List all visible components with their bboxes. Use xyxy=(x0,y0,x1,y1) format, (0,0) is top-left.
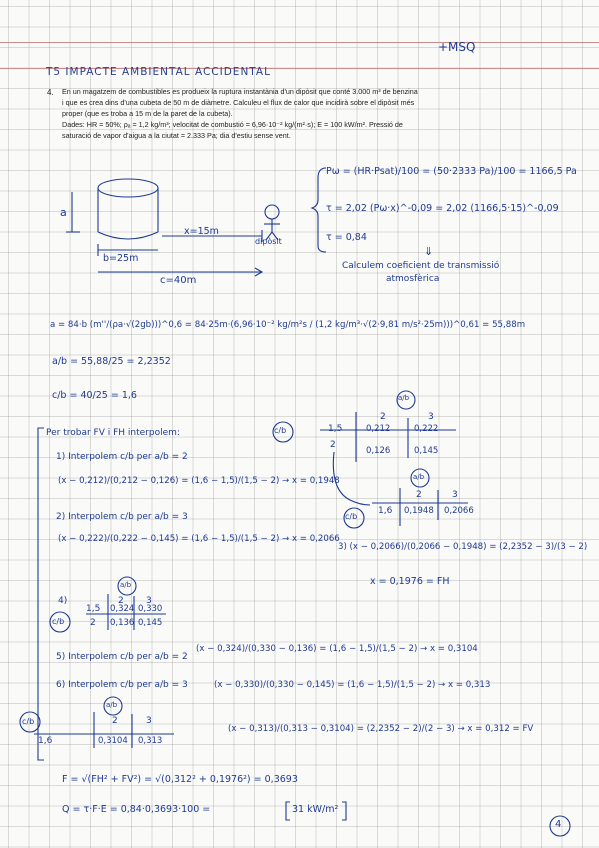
step3-equation: 3) (x − 0,2066)/(0,2066 − 0,1948) = (2,2… xyxy=(338,542,588,552)
note-line-2: atmosfèrica xyxy=(386,274,440,284)
table1-col-2: 3 xyxy=(428,412,434,422)
table3-row-1: 1,5 xyxy=(86,604,101,614)
tau-value: τ = 0,84 xyxy=(326,232,367,243)
table3-col-1: 2 xyxy=(118,596,124,606)
table3-row-2: 2 xyxy=(90,618,96,628)
sketch-height-label: a xyxy=(60,206,67,219)
cb-ratio: c/b = 40/25 = 1,6 xyxy=(52,390,137,401)
problem-line-5: saturació de vapor d'aigua a la ciutat =… xyxy=(62,131,291,140)
pw-equation: Pω = (HR·Psat)/100 = (50·2333 Pa)/100 = … xyxy=(326,166,577,177)
problem-line-3: proper (que es troba a 15 m de la paret … xyxy=(62,109,233,118)
table1-head: a/b xyxy=(398,394,410,402)
table4-row-1: 1,6 xyxy=(38,736,53,746)
sketch-total-label: c=40m xyxy=(160,275,197,286)
table2-v2: 0,2066 xyxy=(444,506,474,516)
table3-v12: 0,330 xyxy=(138,604,163,614)
table2-row-1: 1,6 xyxy=(378,506,393,516)
table4-col-1: 2 xyxy=(112,716,118,726)
step3-result: x = 0,1976 = FH xyxy=(370,576,450,587)
a-equation: a = 84·b (m''/(ρa·√(2gb)))^0,6 = 84·25m·… xyxy=(50,320,526,330)
table2-col-1: 2 xyxy=(416,490,422,500)
ab-ratio: a/b = 55,88/25 = 2,2352 xyxy=(52,356,171,367)
q-equation: Q = τ·F·E = 0,84·0,3693·100 = xyxy=(62,804,211,815)
step1-label: 1) Interpolem c/b per a/b = 2 xyxy=(56,452,188,462)
table1-v21: 0,126 xyxy=(366,446,391,456)
q-result: 31 kW/m² xyxy=(292,804,339,815)
step5-label: 5) Interpolem c/b per a/b = 2 xyxy=(56,652,188,662)
problem-line-2: i que es crea dins d'una cubeta de 50 m … xyxy=(62,98,415,107)
table3-v22: 0,145 xyxy=(138,618,163,628)
table3-side-label: c/b xyxy=(52,617,65,626)
table4-side-label: c/b xyxy=(22,717,35,726)
fh-title: Per trobar FV i FH interpolem: xyxy=(46,428,180,438)
table4-v1: 0,3104 xyxy=(98,736,128,746)
note-line-1: Calculem coeficient de transmissió xyxy=(342,261,500,271)
sketch-distance-label: x=15m xyxy=(184,226,219,237)
step2-label: 2) Interpolem c/b per a/b = 3 xyxy=(56,512,188,522)
table3-v11: 0,324 xyxy=(110,604,135,614)
fv-equation: (x − 0,313)/(0,313 − 0,3104) = (2,2352 −… xyxy=(228,724,534,734)
table2-col-2: 3 xyxy=(452,490,458,500)
table2-side-label: c/b xyxy=(345,512,358,521)
header-code: +MSQ xyxy=(438,40,476,54)
step5-equation: (x − 0,324)/(0,330 − 0,136) = (1,6 − 1,5… xyxy=(196,644,478,654)
table3-v21: 0,136 xyxy=(110,618,135,628)
sketch-radius-label: b=25m xyxy=(103,253,139,264)
table1-col-1: 2 xyxy=(380,412,386,422)
step1-equation: (x − 0,212)/(0,212 − 0,126) = (1,6 − 1,5… xyxy=(58,476,340,486)
step6-equation: (x − 0,330)/(0,330 − 0,145) = (1,6 − 1,5… xyxy=(214,680,491,690)
table1-side-label: c/b xyxy=(274,426,287,435)
tau-equation: τ = 2,02 (Pω·x)^-0,09 = 2,02 (1166,5·15)… xyxy=(326,203,559,214)
table2-head: a/b xyxy=(413,473,425,481)
table1-v11: 0,212 xyxy=(366,424,391,434)
section-title: T5 IMPACTE AMBIENTAL ACCIDENTAL xyxy=(46,66,271,78)
table1-v22: 0,145 xyxy=(414,446,439,456)
table4-head: a/b xyxy=(106,701,118,709)
problem-line-1: En un magatzem de combustibles es produe… xyxy=(62,87,418,96)
table2-v1: 0,1948 xyxy=(404,506,434,516)
problem-number: 4. xyxy=(47,88,54,97)
table1-v12: 0,222 xyxy=(414,424,439,434)
step2-equation: (x − 0,222)/(0,222 − 0,145) = (1,6 − 1,5… xyxy=(58,534,340,544)
f-equation: F = √(FH² + FV²) = √(0,312² + 0,1976²) =… xyxy=(62,774,298,785)
margin-line-top xyxy=(0,42,599,43)
table3-label: 4) xyxy=(58,596,68,606)
problem-line-4: Dades: HR = 50%; ρₐ = 1,2 kg/m³; velocit… xyxy=(62,120,403,129)
step6-label: 6) Interpolem c/b per a/b = 3 xyxy=(56,680,188,690)
table4-v2: 0,313 xyxy=(138,736,163,746)
table1-row-1: 1,5 xyxy=(328,424,343,434)
table3-head: a/b xyxy=(120,581,132,589)
sketch-target-label: dipòsit xyxy=(255,237,282,246)
margin-line-2 xyxy=(0,68,599,69)
table4-col-2: 3 xyxy=(146,716,152,726)
page-number: 4 xyxy=(555,819,562,830)
table3-col-2: 3 xyxy=(146,596,152,606)
down-arrow: ⇓ xyxy=(424,245,434,258)
table1-row-2: 2 xyxy=(330,440,336,450)
